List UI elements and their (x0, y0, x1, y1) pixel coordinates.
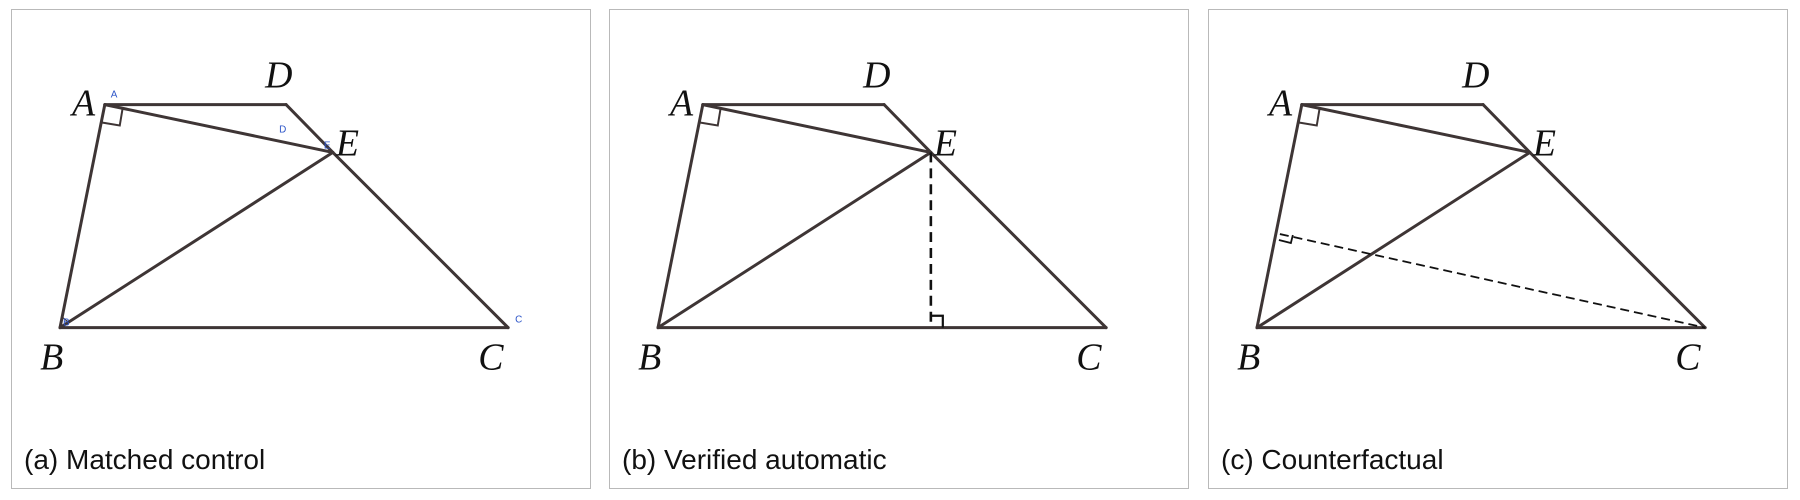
edge-ab (58, 103, 107, 330)
panel-verified-automatic: A D E B C (b) Verified automatic (609, 9, 1189, 489)
edge-de (284, 103, 335, 154)
annotation-e: E (324, 140, 331, 151)
perpendicular-from-c (1279, 233, 1706, 329)
geometry-figure-c: A D E B C (1237, 55, 1707, 378)
vertex-label-e: E (933, 122, 957, 164)
right-angle-mark-a (101, 107, 124, 127)
edge-ae (701, 103, 933, 154)
annotation-d: D (279, 124, 286, 135)
edge-ec (331, 150, 510, 330)
edge-ae (1300, 103, 1532, 154)
panel-caption: (c) Counterfactual (1221, 444, 1444, 475)
right-angle-mark-foot (930, 314, 944, 328)
panel-matched-control: A D E B C A D E B C (a) Matched control (11, 9, 591, 489)
edge-be (1255, 150, 1532, 330)
corner-mark-b (62, 317, 70, 324)
panel-caption: (b) Verified automatic (622, 444, 887, 475)
right-angle-mark-foot (1278, 234, 1294, 245)
vertex-label-d: D (862, 55, 890, 97)
figure-edges (656, 103, 1108, 330)
edge-de (1481, 103, 1532, 154)
vertex-label-b: B (638, 336, 661, 378)
vertex-label-c: C (1675, 336, 1701, 378)
panel-counterfactual: A D E B C (c) Counterfactual (1208, 9, 1788, 489)
vertex-label-e: E (335, 122, 359, 164)
vertex-label-d: D (264, 55, 292, 97)
edge-ec (1528, 150, 1707, 330)
figure-edges (58, 103, 510, 330)
geometry-figure-b: A D E B C (638, 55, 1108, 378)
edge-ab (656, 103, 705, 330)
figure-edges (1255, 103, 1707, 330)
vertex-label-a: A (667, 83, 694, 125)
right-angle-mark-a (699, 107, 722, 127)
edge-ab (1255, 103, 1304, 330)
vertex-label-c: C (1076, 336, 1102, 378)
annotation-b: B (63, 318, 70, 329)
edge-ae (103, 103, 335, 154)
vertex-label-a: A (1266, 83, 1293, 125)
edge-ec (929, 150, 1108, 330)
annotation-c: C (515, 315, 522, 326)
geometry-figure-a: A D E B C A D E B C (40, 55, 522, 379)
annotation-a: A (111, 90, 118, 101)
vertex-label-b: B (1237, 336, 1260, 378)
vertex-label-d: D (1461, 55, 1489, 97)
vertex-label-c: C (478, 336, 504, 378)
panel-caption: (a) Matched control (24, 444, 266, 475)
vertex-label-a: A (69, 83, 96, 125)
vertex-label-b: B (40, 336, 63, 378)
edge-de (882, 103, 933, 154)
edge-be (58, 150, 335, 330)
right-angle-mark-a (1298, 107, 1321, 127)
edge-be (656, 150, 933, 330)
vertex-label-e: E (1532, 122, 1556, 164)
